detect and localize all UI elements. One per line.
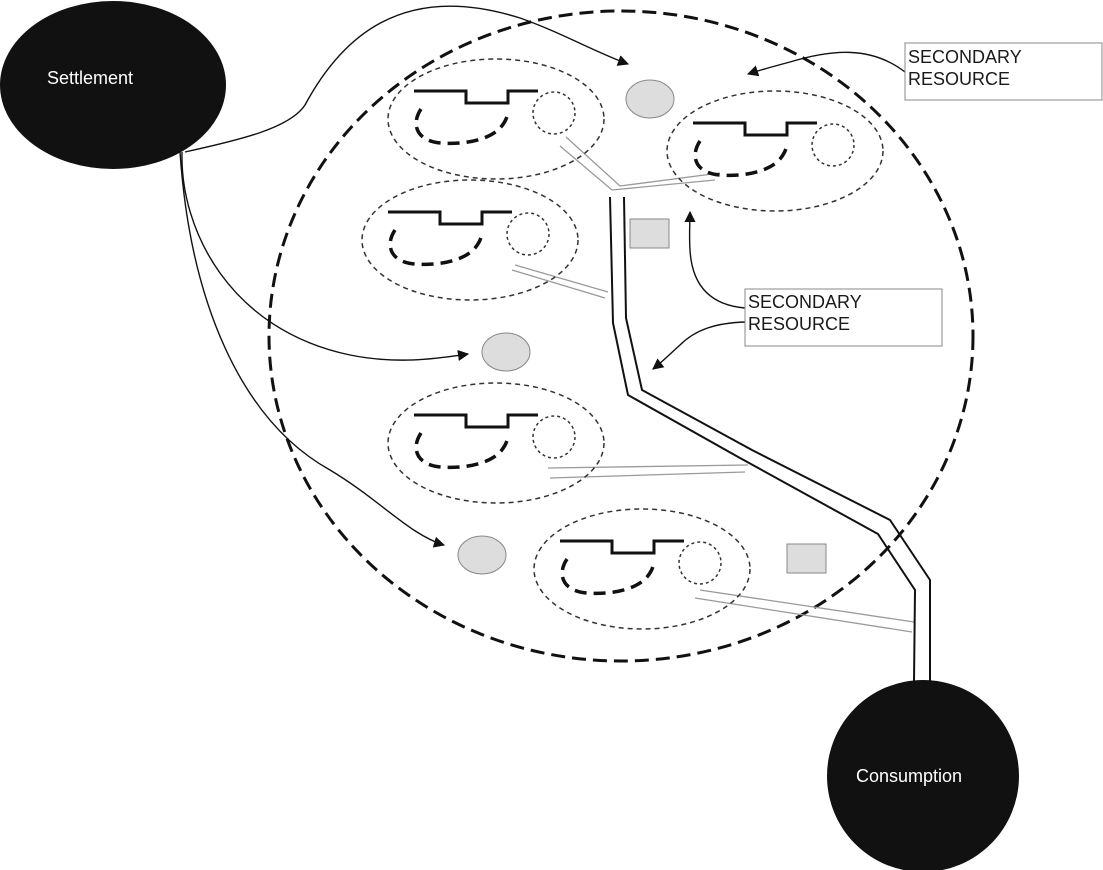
settlement-flows [179, 5, 630, 548]
callout-box-2: SECONDARY RESOURCE [744, 288, 943, 347]
territory-boundary [267, 9, 975, 663]
callout-1-line-2: RESOURCE [908, 69, 1010, 89]
storage-site-1 [629, 218, 670, 249]
consumption-label: Consumption [856, 766, 962, 786]
unit-4 [386, 381, 606, 505]
consumption-node [827, 680, 1019, 870]
unit-3 [360, 178, 580, 302]
resource-site-2 [481, 332, 531, 372]
resource-site-3 [457, 535, 507, 575]
resource-site-1 [625, 79, 675, 119]
callout-arrow-2b [652, 321, 746, 370]
storage-site-2 [786, 543, 827, 574]
settlement-node [0, 1, 226, 169]
unit-2 [665, 89, 885, 213]
unit-5 [532, 507, 752, 631]
callout-box-1: SECONDARY RESOURCE [904, 42, 1103, 101]
callout-2-line-2: RESOURCE [748, 314, 850, 334]
access-paths [511, 136, 915, 633]
callout-2-line-1: SECONDARY [748, 292, 862, 312]
flow-arrow-middle [181, 151, 470, 361]
callout-arrow-1 [746, 51, 906, 77]
main-route [609, 196, 931, 683]
callout-1-line-1: SECONDARY [908, 47, 1022, 67]
flow-arrow-top [184, 5, 630, 153]
unit-1 [386, 57, 606, 181]
settlement-label: Settlement [47, 68, 133, 88]
callout-arrow-2a [684, 210, 746, 309]
flow-arrow-lower [179, 151, 446, 548]
callout-arrows [652, 51, 906, 370]
